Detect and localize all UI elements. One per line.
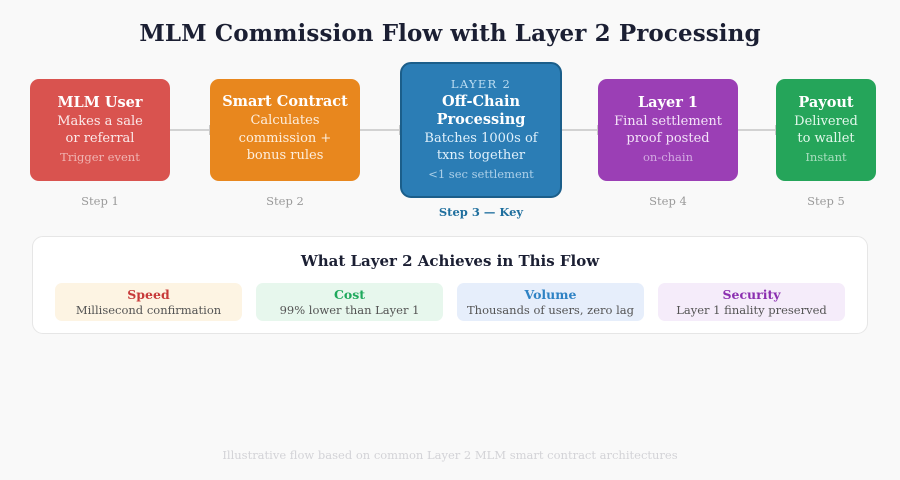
flow-card-heading: Smart Contract (222, 93, 348, 111)
connector-1-2 (170, 125, 211, 135)
benefit-chip-desc: Millisecond confirmation (75, 303, 222, 317)
benefit-chip-volume[interactable]: Volume Thousands of users, zero lag (457, 283, 644, 321)
flow-card-heading: Layer 1 (637, 93, 699, 111)
flow-card-sub: Instant (805, 149, 847, 164)
flow-card-sub: on-chain (642, 149, 693, 164)
benefit-chip-security[interactable]: Security Layer 1 finality preserved (658, 283, 845, 321)
step-label-3-key: Step 3 — Key (438, 205, 524, 219)
benefit-chip-cost[interactable]: Cost 99% lower than Layer 1 (256, 283, 443, 321)
step-label-4: Step 4 (649, 194, 687, 208)
benefit-chip-title: Security (722, 287, 781, 302)
step-label-2: Step 2 (266, 194, 304, 208)
flow-card-sub: Trigger event (60, 149, 140, 164)
step-label-1: Step 1 (81, 194, 119, 208)
footer-note: Illustrative flow based on common Layer … (222, 448, 678, 462)
benefit-chip-row: Speed Millisecond confirmation Cost 99% … (33, 283, 867, 321)
step-label-5: Step 5 (807, 194, 845, 208)
connector-3-4 (562, 125, 599, 135)
benefit-chip-title: Cost (333, 287, 366, 302)
flow-card-heading: Payout (798, 93, 854, 111)
benefit-chip-desc: Layer 1 finality preserved (676, 303, 827, 317)
benefit-chip-title: Volume (524, 287, 577, 302)
benefit-chip-desc: 99% lower than Layer 1 (279, 303, 420, 317)
step-label-row: Step 1 Step 2 Step 3 — Key Step 4 Step 5 (30, 194, 870, 220)
benefits-panel-title: What Layer 2 Achieves in This Flow (300, 252, 600, 270)
flow-card-sub: <1 sec settlement (428, 166, 534, 181)
benefit-chip-desc: Thousands of users, zero lag (467, 303, 634, 317)
connector-4-5 (738, 125, 777, 135)
flow-card-eyebrow: LAYER 2 (450, 76, 512, 91)
benefits-panel: What Layer 2 Achieves in This Flow Speed… (32, 236, 868, 334)
benefit-chip-speed[interactable]: Speed Millisecond confirmation (55, 283, 242, 321)
flow-card-heading: MLM User (57, 93, 143, 111)
benefit-chip-title: Speed (127, 287, 170, 302)
page-title: MLM Commission Flow with Layer 2 Process… (139, 20, 761, 47)
connector-2-3 (360, 125, 401, 135)
